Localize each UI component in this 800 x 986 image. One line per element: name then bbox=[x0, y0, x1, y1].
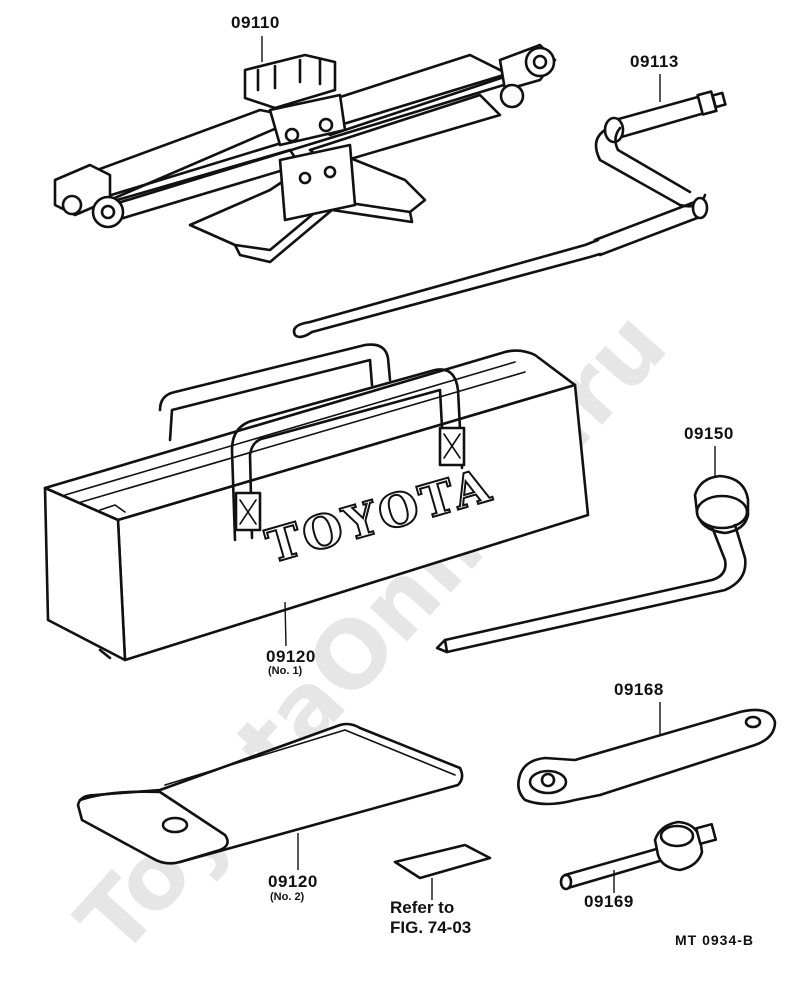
reference-line-2: FIG. 74-03 bbox=[390, 918, 472, 937]
jack-handle-drawing bbox=[292, 90, 727, 339]
part-number-jack-handle: 09113 bbox=[630, 52, 679, 71]
part-number-wheel-wrench: 09150 bbox=[684, 424, 734, 443]
reference-line-1: Refer to bbox=[390, 898, 455, 917]
wheel-wrench-drawing bbox=[435, 474, 750, 654]
part-number-tool-bag-2: 09120 bbox=[268, 872, 318, 891]
leader-line bbox=[284, 601, 287, 647]
scissor-jack-drawing bbox=[53, 43, 557, 264]
diagram-code: MT 0934-B bbox=[675, 932, 755, 948]
tool-bag-2-drawing bbox=[76, 722, 464, 865]
part-number-tool-bag-1: 09120 bbox=[266, 647, 316, 666]
reference-card-drawing bbox=[393, 843, 492, 880]
part-note-tool-bag-1: (No. 1) bbox=[268, 665, 303, 677]
ratchet-handle-drawing bbox=[517, 708, 777, 806]
part-number-ratchet-handle: 09168 bbox=[614, 680, 664, 699]
extension-bar-drawing bbox=[559, 820, 718, 891]
part-number-jack: 09110 bbox=[231, 13, 280, 32]
part-note-tool-bag-2: (No. 2) bbox=[270, 891, 305, 903]
part-number-extension-bar: 09169 bbox=[584, 892, 634, 911]
tool-bag-1-drawing: TOYOTA bbox=[43, 343, 590, 662]
